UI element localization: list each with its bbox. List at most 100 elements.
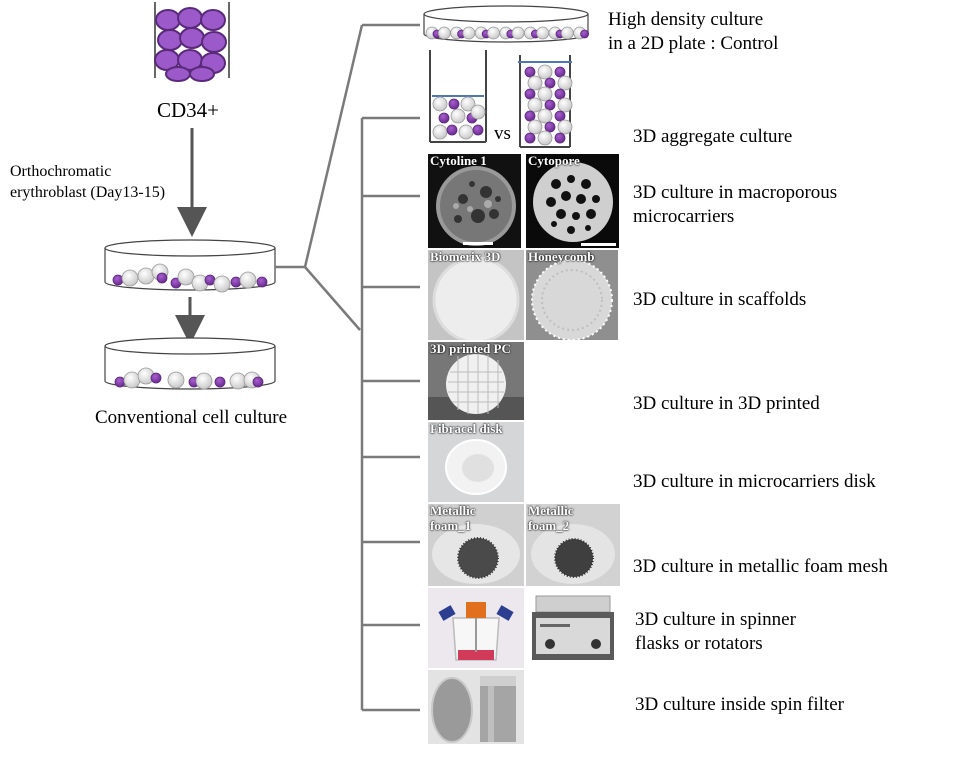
foam2-label-line2: foam_2 — [528, 518, 570, 533]
foam1-label-line1: Metallic — [430, 504, 476, 518]
reticulocyte-cell — [537, 130, 553, 146]
reticulocyte-cell — [177, 268, 195, 286]
vs-label: vs — [494, 123, 511, 144]
high-density-plate — [423, 5, 589, 43]
aggregate-tube-1 — [429, 50, 487, 143]
cd34-label: CD34+ — [157, 98, 220, 122]
reticulocyte-cell — [450, 108, 466, 124]
erythroblast-cell — [544, 77, 556, 89]
fibracel-label: Fibracel disk — [430, 422, 503, 436]
reticulocyte-cell — [511, 26, 525, 40]
aggregate-tube-2 — [518, 55, 573, 148]
foam1-image — [428, 504, 524, 586]
reticulocyte-cell — [527, 119, 543, 135]
method-label-2: 3D aggregate culture — [633, 126, 793, 147]
reticulocyte-cell — [487, 26, 500, 40]
erythroblast-cell — [554, 132, 566, 144]
reticulocyte-cell — [432, 124, 448, 140]
erythroblast-cell — [554, 110, 566, 122]
reticulocyte-cell — [537, 86, 553, 102]
erythroblast-cell — [524, 66, 536, 78]
honeycomb-image — [526, 250, 618, 340]
reticulocyte-cell — [536, 26, 550, 40]
erythroblast-cell — [204, 274, 216, 286]
erythroblast-cell — [544, 99, 556, 111]
erythroblast-cell — [112, 274, 124, 286]
method-label-8-line2: flasks or rotators — [635, 633, 763, 654]
reticulocyte-cell — [460, 96, 476, 112]
reticulocyte-cell — [537, 108, 553, 124]
cytopore-photo: Cytopore — [526, 154, 619, 248]
cytoline-photo: Cytoline 1 — [428, 154, 521, 248]
cytopore-image — [533, 162, 616, 246]
rotator-photo — [526, 588, 620, 668]
method-label-5: 3D culture in 3D printed — [633, 393, 820, 414]
erythroblast-cell — [580, 29, 589, 39]
printed-photo: 3D printed PC — [428, 342, 524, 420]
reticulocyte-cell — [527, 75, 543, 91]
foam2-photo: Metallic foam_2 — [526, 504, 620, 586]
rotator-image — [526, 588, 620, 668]
reticulocyte-cell — [462, 26, 476, 40]
culture-dish-1 — [104, 239, 276, 293]
reticulocyte-cell — [167, 371, 185, 389]
printed-image — [428, 342, 524, 420]
erythroblast-cell — [448, 98, 460, 110]
reticulocyte-cell — [432, 96, 448, 112]
spinner-flask-photo — [428, 588, 524, 668]
cd34-cell-cluster — [154, 2, 230, 82]
erythroblast-cell — [214, 376, 226, 388]
reticulocyte-cell — [229, 372, 247, 390]
cytopore-label: Cytopore — [528, 154, 580, 168]
printed-label: 3D printed PC — [430, 342, 511, 356]
conventional-label: Conventional cell culture — [95, 407, 288, 428]
reticulocyte-cell — [123, 371, 141, 389]
fibracel-image — [428, 422, 524, 502]
foam2-image — [526, 504, 620, 586]
reticulocyte-cell — [470, 104, 486, 120]
reticulocyte-cell — [557, 119, 573, 135]
foam1-photo: Metallic foam_1 — [428, 504, 524, 586]
spin-filter-image — [428, 670, 524, 744]
biomerix-label: Biomerix 3D — [430, 250, 501, 264]
method-label-6: 3D culture in microcarriers disk — [633, 471, 876, 492]
foam2-label-line1: Metallic — [528, 504, 574, 518]
reticulocyte-cell — [560, 26, 574, 40]
reticulocyte-cell — [195, 372, 213, 390]
reticulocyte-cell — [239, 271, 257, 289]
erythroblast-cell — [230, 276, 242, 288]
method-label-9: 3D culture inside spin filter — [635, 694, 844, 715]
method-label-4: 3D culture in scaffolds — [633, 289, 807, 310]
reticulocyte-cell — [437, 26, 451, 40]
honeycomb-photo: Honeycomb — [526, 250, 618, 340]
erythroblast-cell — [156, 272, 168, 284]
spin-filter-photo — [428, 670, 524, 744]
method-label-8-line1: 3D culture in spinner — [635, 609, 796, 630]
fibracel-photo: Fibracel disk — [428, 422, 524, 502]
reticulocyte-cell — [213, 275, 231, 293]
erythroblast-cell — [554, 88, 566, 100]
cytoline-label: Cytoline 1 — [430, 154, 487, 168]
erythroblast-cell — [446, 124, 458, 136]
biomerix-image — [428, 250, 524, 340]
erythroblast-cell — [554, 66, 566, 78]
reticulocyte-cell — [537, 64, 553, 80]
reticulocyte-cell — [137, 267, 155, 285]
erythroblast-cell — [524, 88, 536, 100]
reticulocyte-cell — [458, 124, 474, 140]
step-label-line2: erythroblast (Day13-15) — [10, 184, 166, 201]
spinner-flask-image — [428, 588, 524, 668]
erythroblast-cell — [524, 110, 536, 122]
method-label-3-line1: 3D culture in macroporous — [633, 182, 838, 203]
erythroblast-cell — [114, 376, 126, 388]
erythroblast-cell — [524, 132, 536, 144]
step-label-line1: Orthochromatic — [10, 163, 112, 180]
erythroblast-cell — [544, 121, 556, 133]
method-label-1-line2: in a 2D plate : Control — [608, 33, 779, 54]
method-label-3-line2: microcarriers — [633, 206, 735, 227]
erythroblast-cell — [252, 376, 264, 388]
cytoline-image — [436, 166, 516, 246]
reticulocyte-cell — [557, 75, 573, 91]
reticulocyte-cell — [527, 97, 543, 113]
